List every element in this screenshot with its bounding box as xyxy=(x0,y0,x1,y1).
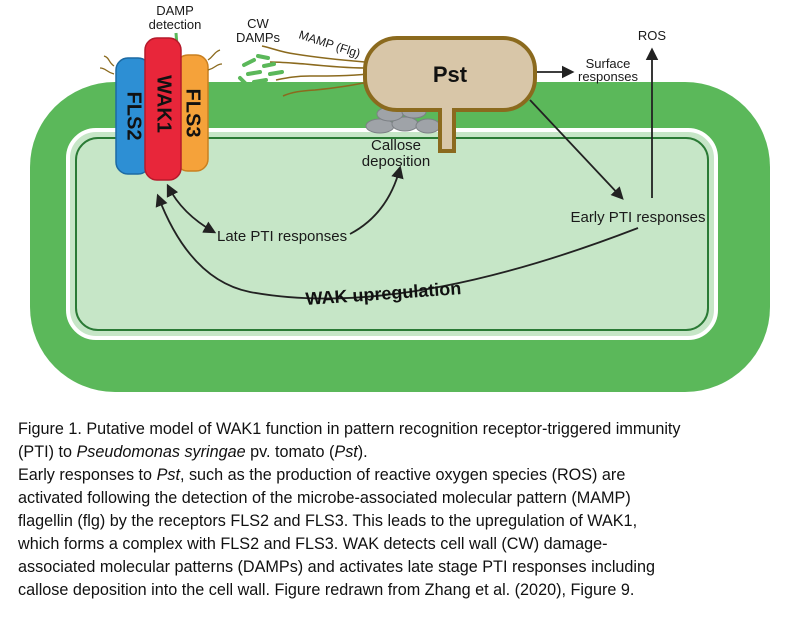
cytoplasm-inner-line xyxy=(75,137,709,331)
pst-bacterium xyxy=(363,36,537,153)
wak1-pti-diagram: FLS2 FLS3 WAK1 DAMP detection CW DAMPs M… xyxy=(30,3,770,392)
arrows xyxy=(155,47,659,300)
receptor-fringe xyxy=(99,49,223,75)
mamp-flagella xyxy=(261,45,369,97)
ros-label: ROS xyxy=(638,28,667,43)
caption-line: Early responses to Pst, such as the prod… xyxy=(18,466,626,484)
arrow-pst-to-early-pti xyxy=(529,99,624,200)
late-pti-label: Late PTI responses xyxy=(217,228,347,245)
cw-damps-label: CW xyxy=(247,16,269,31)
caption-line: activated following the detection of the… xyxy=(18,489,631,507)
fls2-receptor: FLS2 xyxy=(115,57,151,175)
arrow-wak-upregulation xyxy=(155,193,639,300)
wak1-label: WAK1 xyxy=(153,75,175,133)
callose-deposition-label-2: deposition xyxy=(362,153,430,170)
cw-damps-label-2: DAMPs xyxy=(236,30,281,45)
figure-caption: Figure 1. Putative model of WAK1 functio… xyxy=(18,418,788,602)
caption-line: callose deposition into the cell wall. F… xyxy=(18,581,635,599)
caption-line: associated molecular patterns (DAMPs) an… xyxy=(18,558,656,576)
damp-detection-label-2: detection xyxy=(149,17,202,32)
arrow-late-pti-to-callose xyxy=(349,165,404,235)
fls3-receptor: FLS3 xyxy=(175,54,209,172)
caption-line: which forms a complex with FLS2 and FLS3… xyxy=(18,535,608,553)
wak1-receptor: WAK1 xyxy=(144,37,182,181)
caption-line: (PTI) to Pseudomonas syringae pv. tomato… xyxy=(18,443,368,461)
cw-damps-fragments xyxy=(238,54,284,86)
callose-deposition-label: Callose xyxy=(371,137,421,154)
pst-label: Pst xyxy=(433,62,468,87)
fls3-label: FLS3 xyxy=(182,89,204,138)
arrow-wak-late-pti xyxy=(166,183,217,234)
surface-responses-label: Surface xyxy=(586,56,631,71)
surface-responses-label-2: responses xyxy=(578,69,638,84)
caption-line: flagellin (flg) by the receptors FLS2 an… xyxy=(18,512,638,530)
damp-detection-label: DAMP xyxy=(156,3,194,18)
fls2-label: FLS2 xyxy=(123,92,145,141)
early-pti-label: Early PTI responses xyxy=(570,209,705,226)
caption-line: Figure 1. Putative model of WAK1 functio… xyxy=(18,420,681,438)
